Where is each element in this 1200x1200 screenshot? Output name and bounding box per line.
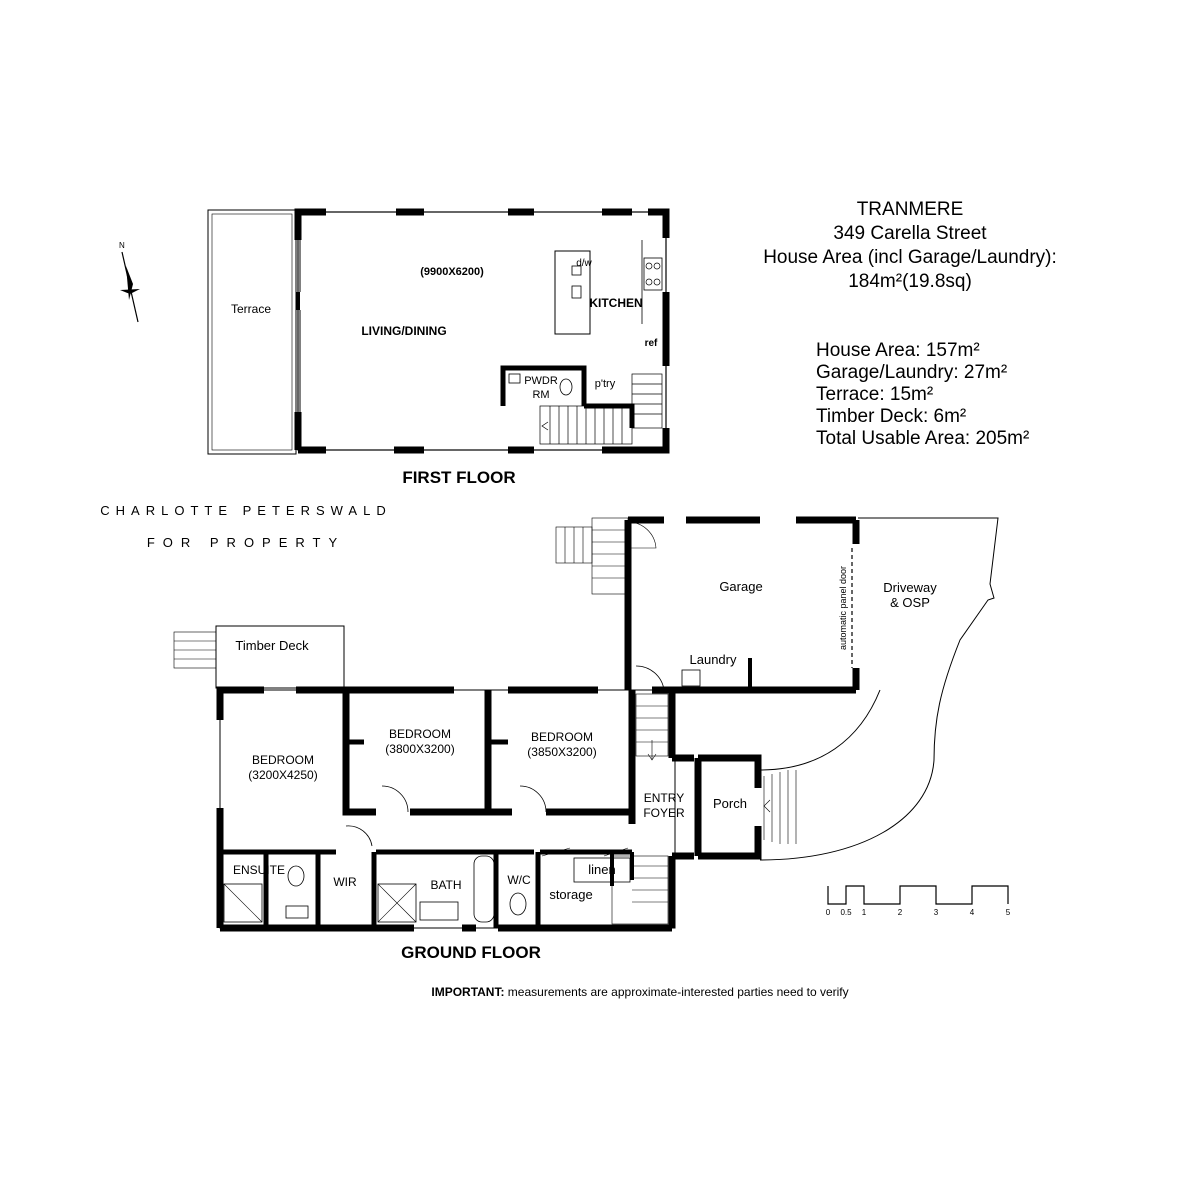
cooktop-icon [643, 257, 663, 291]
basin-icon [508, 373, 521, 384]
linen-label: linen [588, 862, 615, 877]
linen-cupboard [573, 857, 631, 883]
house-area-value: 184m²(19.8sq) [848, 271, 972, 292]
scale-label-4: 4 [970, 908, 975, 917]
timber-deck-label: Timber Deck [235, 638, 309, 653]
garage-door-label: automatic panel door [838, 566, 848, 650]
property-address: 349 Carella Street [833, 223, 987, 244]
bathtub-icon [473, 855, 495, 923]
toilet-icon [559, 378, 573, 396]
ensuite-toilet-icon [287, 865, 305, 887]
disclaimer-text: measurements are approximate-interested … [504, 985, 848, 999]
house-area-label: House Area (incl Garage/Laundry): [763, 247, 1057, 268]
driveway-label: Driveway [883, 580, 937, 595]
property-header: TRANMERE 349 Carella Street House Area (… [730, 198, 1090, 294]
terrace-label: Terrace [231, 302, 271, 316]
first-floor-stairs [539, 373, 663, 445]
pantry-label: p'try [595, 378, 616, 390]
wc-toilet-icon [509, 892, 527, 916]
first-floor-plan: Terrace (9900X6200) LIVING/DINING d/w KI… [207, 208, 670, 487]
bath-vanity-icon [419, 901, 459, 921]
shower-icon [223, 883, 263, 923]
ground-floor-title: GROUND FLOOR [401, 943, 541, 962]
laundry-tub-icon [681, 669, 701, 687]
ground-floor-plan: Timber Deck Garage automatic panel door … [173, 516, 999, 962]
first-floor-terrace-outline [207, 209, 297, 455]
bedroom-1-label: BEDROOM [252, 753, 314, 767]
driveway-outline [759, 517, 999, 861]
fridge-label: ref [645, 338, 658, 349]
area-house: House Area: 157m² [816, 340, 980, 361]
ensuite-label: ENSUITE [233, 863, 285, 877]
area-total-usable: Total Usable Area: 205m² [816, 428, 1030, 449]
bedroom-2-dims: (3800X3200) [385, 742, 454, 756]
ensuite-basin-icon [285, 905, 309, 919]
kitchen-label: KITCHEN [589, 296, 642, 310]
powder-room-label-2: RM [532, 389, 549, 401]
compass-north-arrow-icon: N [119, 241, 140, 323]
dishwasher-label: d/w [576, 258, 592, 269]
bedroom-1-dims: (3200X4250) [248, 768, 317, 782]
bath-label: BATH [430, 878, 461, 892]
porch-stairs [763, 770, 797, 844]
scale-label-5: 5 [1006, 908, 1011, 917]
scale-label-0-5: 0.5 [840, 908, 852, 917]
scale-label-0: 0 [826, 908, 831, 917]
powder-room-label: PWDR [524, 375, 558, 387]
laundry-label: Laundry [690, 652, 737, 667]
bedroom-3-label: BEDROOM [531, 730, 593, 744]
kitchen-island [554, 250, 591, 335]
scale-label-1: 1 [862, 908, 867, 917]
ground-floor-walls [216, 516, 860, 932]
foyer-label: FOYER [643, 806, 685, 820]
bath-shower-icon [377, 883, 417, 923]
bedroom-3-dims: (3850X3200) [527, 745, 596, 759]
scale-bar: 0 0.5 1 2 3 4 5 [826, 885, 1011, 917]
property-name: TRANMERE [856, 199, 964, 220]
scale-label-3: 3 [934, 908, 939, 917]
area-garage-laundry: Garage/Laundry: 27m² [816, 362, 1008, 383]
first-floor-title: FIRST FLOOR [402, 468, 515, 487]
driveway-label-2: & OSP [890, 595, 930, 610]
disclaimer-bold: IMPORTANT: [431, 985, 504, 999]
area-summary: House Area: 157m² Garage/Laundry: 27m² T… [816, 340, 1116, 450]
area-timber-deck: Timber Deck: 6m² [816, 406, 967, 427]
porch-label: Porch [713, 796, 747, 811]
brand-line-2: FOR PROPERTY [147, 535, 345, 550]
first-floor-walls [294, 208, 670, 454]
wc-label: W/C [507, 873, 531, 887]
wir-label: WIR [333, 875, 357, 889]
disclaimer-note: IMPORTANT: measurements are approximate-… [431, 985, 848, 999]
bedroom-2-label: BEDROOM [389, 727, 451, 741]
brand-line-1: CHARLOTTE PETERSWALD [100, 503, 391, 518]
area-terrace: Terrace: 15m² [816, 384, 934, 405]
garage-label: Garage [719, 579, 762, 594]
storage-label: storage [549, 887, 592, 902]
timber-deck-outline [215, 625, 345, 689]
living-dims-label: (9900X6200) [420, 266, 484, 278]
living-dining-label: LIVING/DINING [361, 324, 446, 338]
scale-label-2: 2 [898, 908, 903, 917]
entry-label: ENTRY [644, 791, 684, 805]
compass-north-label: N [119, 241, 125, 250]
